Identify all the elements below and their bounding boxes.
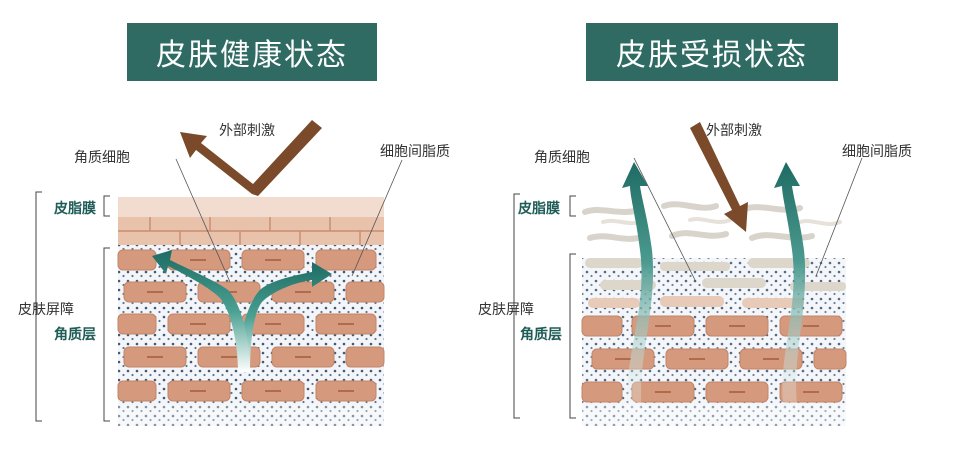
label-left-barrier: 皮肤屏障 [18,302,74,318]
label-right-sebum-film: 皮脂膜 [518,201,560,217]
left-skin-block [117,197,385,426]
sebum-film-layer [118,197,384,217]
label-left-corneocyte: 角质细胞 [74,150,130,166]
label-left-stimulus: 外部刺激 [219,123,275,139]
left-brown-deflect-arrow [180,120,322,196]
right-skin-block [581,201,847,426]
label-right-corneocyte: 角质细胞 [534,150,590,166]
label-left-sebum-film: 皮脂膜 [54,201,96,217]
label-left-stratum-corneum: 角质层 [54,327,96,343]
title-damaged-skin: 皮肤受损状态 [586,23,838,81]
right-brown-penetrate-arrow [690,122,748,232]
label-right-stimulus: 外部刺激 [706,123,762,139]
left-teal-arrows [152,250,332,372]
title-healthy-skin: 皮肤健康状态 [127,23,377,81]
right-brackets [513,193,576,419]
label-right-barrier: 皮肤屏障 [478,302,534,318]
label-right-lipid: 细胞间脂质 [842,144,912,160]
label-left-lipid: 细胞间脂质 [380,144,450,160]
right-teal-arrows [622,162,806,412]
left-brackets [35,191,110,422]
label-right-stratum-corneum: 角质层 [520,327,562,343]
